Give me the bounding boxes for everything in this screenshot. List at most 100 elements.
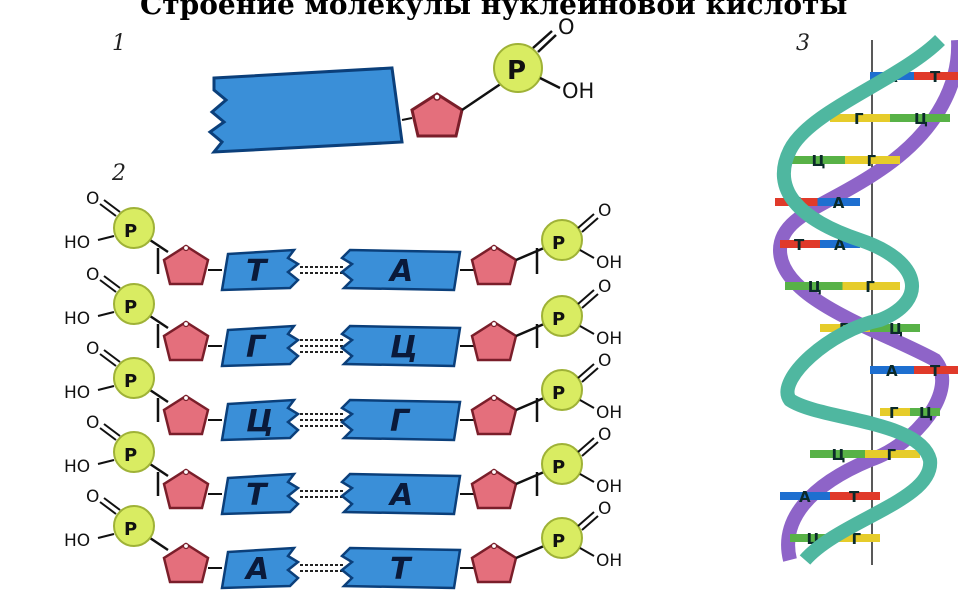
right-phosphate-bond <box>515 322 545 338</box>
right-base-letter: А <box>388 254 413 289</box>
right-sugar <box>470 244 518 286</box>
left-base-letter: А <box>244 552 269 587</box>
left-double-bond <box>103 275 121 289</box>
helix-rung-left-letter: А <box>886 362 898 380</box>
left-phosphate <box>113 357 155 399</box>
helix-rung-right <box>914 72 958 80</box>
left-base <box>220 248 301 292</box>
right-phosphate-label: P <box>552 383 565 404</box>
right-oxygen: O <box>598 277 611 297</box>
left-hydroxyl: HO <box>64 309 90 329</box>
helix-rung-left <box>785 282 843 290</box>
right-double-bond <box>577 363 595 379</box>
helix-rung-left-letter: Ц <box>832 446 846 464</box>
right-oh-bond <box>579 249 595 259</box>
right-sugar-oxygen <box>490 542 498 550</box>
panel-2-number: 2 <box>111 161 126 186</box>
right-base-letter: Ц <box>390 330 418 365</box>
helix-rung-left-letter: Ц <box>808 278 822 296</box>
right-phosphate <box>541 517 583 559</box>
left-phosphate <box>113 505 155 547</box>
left-oxygen: O <box>86 487 99 507</box>
left-double-bond <box>99 501 117 515</box>
left-sugar <box>162 320 210 362</box>
left-double-bond <box>99 427 117 441</box>
nucleotide-sugar <box>410 92 464 138</box>
left-phosphate-bond <box>149 388 169 404</box>
helix-rung-right-letter: Ц <box>889 320 903 338</box>
helix-rung-right <box>817 198 860 206</box>
helix-rung-right-letter: Ц <box>914 110 928 128</box>
helix-rung-right-letter: Г <box>887 446 897 464</box>
left-base-letter: Ц <box>246 404 274 439</box>
right-sugar <box>470 468 518 510</box>
right-double-bond <box>577 213 595 229</box>
helix-rung-right <box>914 366 958 374</box>
left-sugar-oxygen <box>182 244 190 252</box>
left-phosphate-label: P <box>124 519 137 540</box>
right-phosphate-label: P <box>552 531 565 552</box>
helix-rung-left-letter: Г <box>889 404 899 422</box>
right-oh-bond <box>579 399 595 409</box>
left-base-letter: Т <box>246 478 269 513</box>
left-phosphate-bond <box>149 314 169 330</box>
helix-rung-right-letter: А <box>833 194 845 212</box>
helix-rung-right-letter: Г <box>852 530 862 548</box>
helix-rung-right <box>890 114 950 122</box>
oxygen-label: O <box>558 15 575 39</box>
helix-rung-left-letter: Г <box>854 110 864 128</box>
nucleotide-phosphate <box>493 43 543 93</box>
left-double-bond <box>99 353 117 367</box>
right-sugar <box>470 320 518 362</box>
helix-rung-right-letter: Т <box>849 488 860 506</box>
left-oxygen: O <box>86 413 99 433</box>
helix-rung-right-letter: Т <box>930 68 941 86</box>
left-double-bond <box>103 349 121 363</box>
right-hydroxyl: OH <box>596 551 622 571</box>
left-hydroxyl: HO <box>64 531 90 551</box>
left-base <box>220 398 301 442</box>
right-phosphate-bond <box>515 544 545 560</box>
helix-rung-right <box>865 450 920 458</box>
helix-rung-left <box>870 366 914 374</box>
left-phosphate <box>113 207 155 249</box>
right-base-letter: Г <box>390 404 411 439</box>
helix-rung-right <box>845 156 900 164</box>
left-oh-bond <box>97 311 115 317</box>
right-hydroxyl: OH <box>596 477 622 497</box>
left-phosphate-bond <box>149 238 169 254</box>
right-sugar-oxygen <box>490 468 498 476</box>
left-oh-bond <box>97 533 115 539</box>
right-sugar <box>470 542 518 584</box>
left-oxygen: O <box>86 265 99 285</box>
helix-rung-left <box>810 450 865 458</box>
right-oh-bond <box>579 473 595 483</box>
helix-rung-left-letter: Т <box>794 236 805 254</box>
right-hydroxyl: OH <box>596 329 622 349</box>
helix-rung-right <box>842 282 900 290</box>
helix-rung-right-letter: Г <box>867 152 877 170</box>
right-double-bond <box>581 367 599 383</box>
right-phosphate-bond <box>515 470 545 486</box>
left-sugar <box>162 542 210 584</box>
helix-rung-left <box>880 408 910 416</box>
right-base <box>339 248 462 292</box>
left-sugar-oxygen <box>182 468 190 476</box>
right-hydroxyl: OH <box>596 253 622 273</box>
right-phosphate-label: P <box>552 457 565 478</box>
page-title: Строение молекулы нуклеиновой кислоты <box>140 0 847 21</box>
panel-1-number: 1 <box>112 31 126 56</box>
left-oxygen: O <box>86 339 99 359</box>
helix-rung-right-letter: Г <box>865 278 875 296</box>
right-oxygen: O <box>598 351 611 371</box>
right-sugar-oxygen <box>490 394 498 402</box>
hydroxyl-label: OH <box>562 79 594 103</box>
right-double-bond <box>581 441 599 457</box>
left-base-letter: Т <box>246 254 269 289</box>
right-phosphate-label: P <box>552 233 565 254</box>
left-phosphate-label: P <box>124 297 137 318</box>
